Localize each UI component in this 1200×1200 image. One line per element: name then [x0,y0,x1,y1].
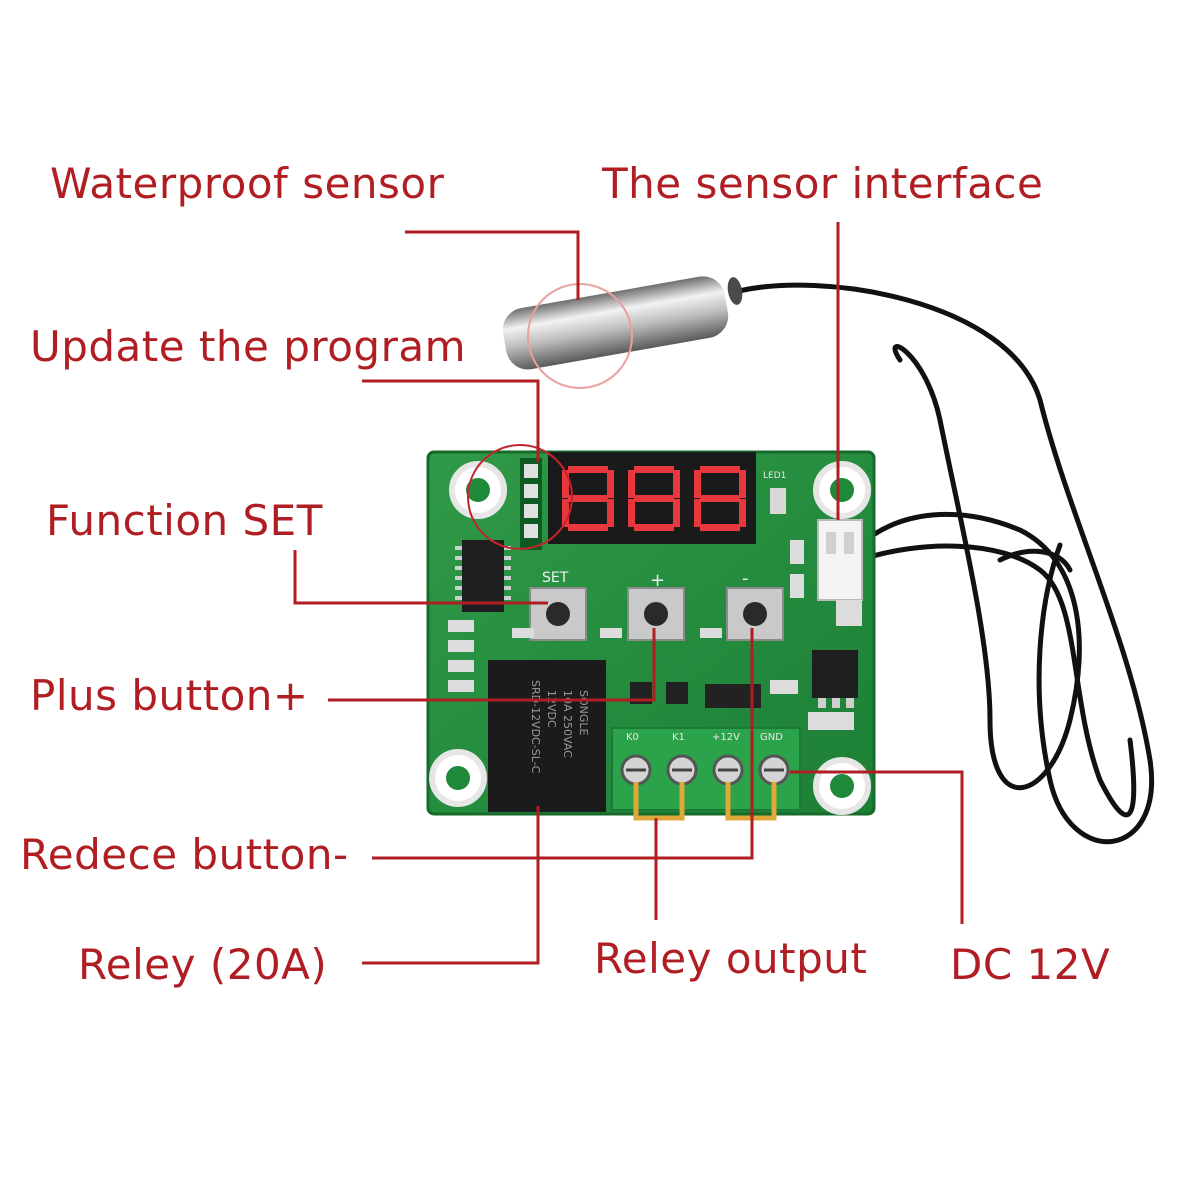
relay: SONGLE 10A 250VAC 12VDC SRD-12VDC-SL-C [488,660,606,812]
terminal-block: K0 K1 +12V GND [611,727,801,811]
waterproof-probe [502,276,743,370]
label-plus-button: Plus button+ [30,671,309,720]
label-relay: Reley (20A) [78,940,328,989]
led-display [548,452,756,544]
pcb-board: LED1 SET + - [426,450,876,821]
label-dc-12v: DC 12V [950,940,1111,989]
leader-reduce [372,628,754,860]
label-relay-output: Reley output [594,934,868,983]
display-digit [694,466,746,531]
label-sensor-interface: The sensor interface [602,159,1044,208]
probe-highlight-circle [527,283,633,389]
label-update-program: Update the program [30,322,467,371]
set-button[interactable] [529,587,587,641]
led-marking: LED1 [763,471,786,481]
leader-lines [293,222,964,965]
leader-relay [362,806,540,965]
terminal-screw [712,754,744,786]
display-digit [628,466,680,531]
terminal-screw [758,754,790,786]
leader-waterproof [405,230,580,300]
plus-button[interactable] [627,587,685,641]
relay-text: 10A 250VAC [561,690,574,758]
led-indicator [770,488,786,514]
label-function-set: Function SET [46,496,323,545]
terminal-screw [666,754,698,786]
relay-text: 12VDC [545,690,558,728]
controller-chip [455,540,511,612]
leader-update [362,379,540,462]
display-digit [562,466,614,531]
leader-plus [328,628,656,702]
terminal-screw [620,754,652,786]
sensor-connector [817,519,863,626]
set-marking: SET [542,570,569,586]
leader-function [293,550,548,605]
smd-components [448,540,854,730]
terminal-label: K1 [672,732,685,743]
minus-marking: - [742,568,749,589]
terminal-label: K0 [626,732,639,743]
label-reduce-button: Redece button- [20,830,349,879]
sensor-cable [732,282,1155,845]
label-waterproof-sensor: Waterproof sensor [50,159,445,208]
program-highlight-circle [467,444,573,550]
leader-dc [790,770,964,924]
relay-text: SRD-12VDC-SL-C [529,680,542,774]
terminal-label: GND [760,732,783,743]
plus-marking: + [650,570,665,591]
minus-button[interactable] [726,587,784,641]
voltage-regulator [812,650,858,708]
terminal-label: +12V [712,732,740,743]
program-header [520,458,542,550]
relay-text: SONGLE [577,690,590,736]
